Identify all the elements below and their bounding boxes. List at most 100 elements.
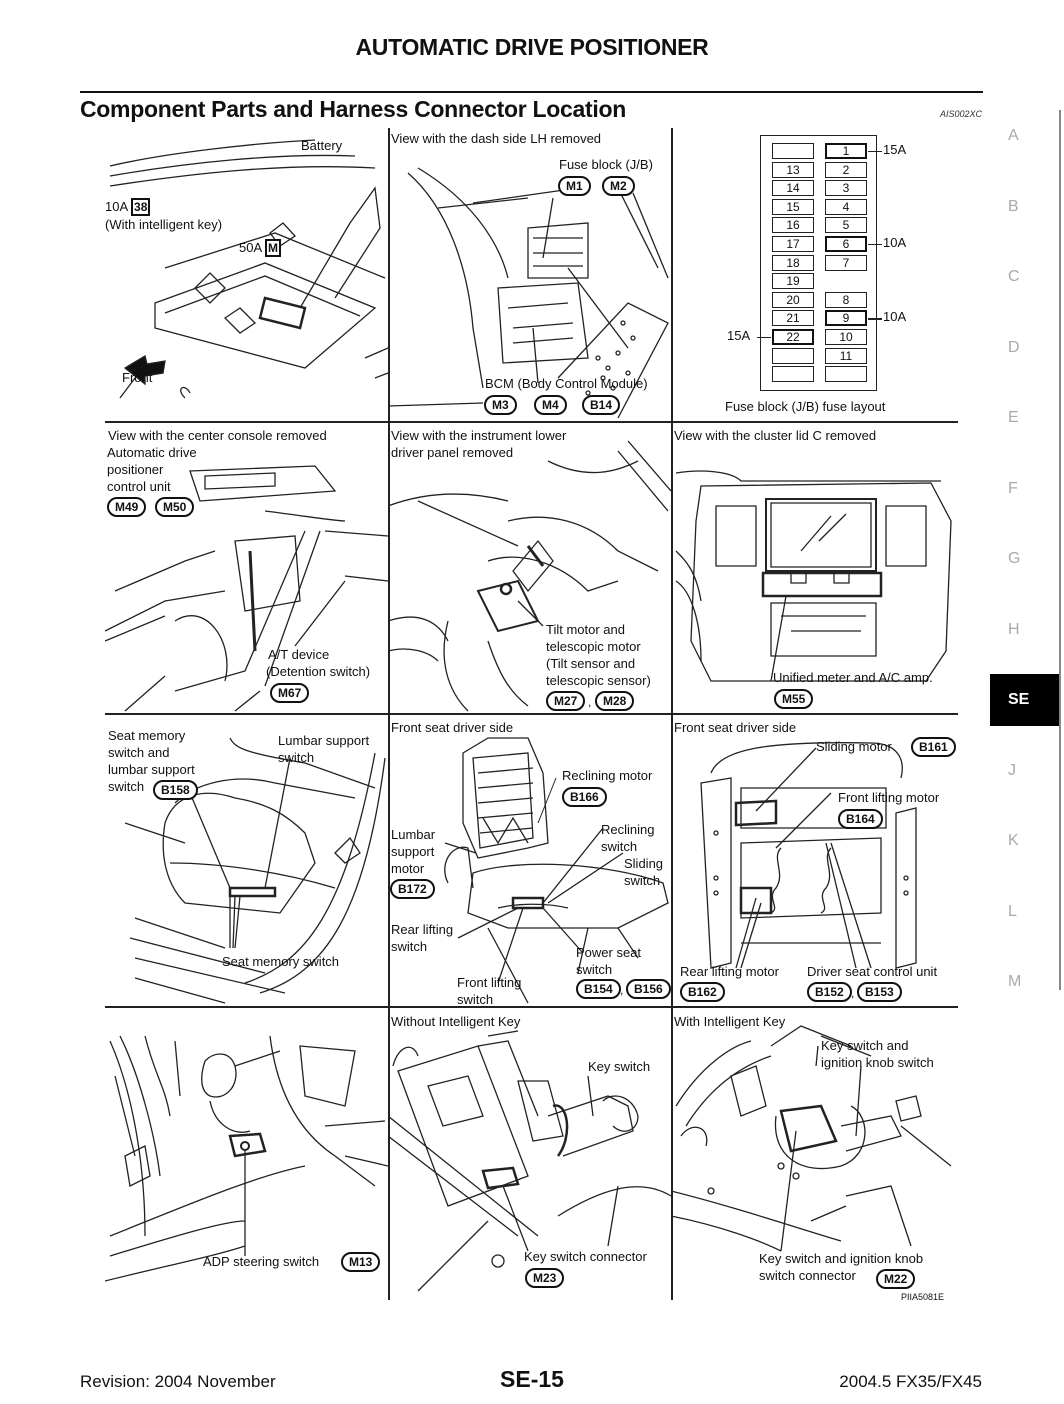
memory-switch-label-4: switch bbox=[108, 779, 145, 794]
tilt-motor-label-4: telescopic sensor) bbox=[546, 673, 651, 688]
key-switch-label: Key switch bbox=[588, 1059, 651, 1074]
seat-frame-illustration bbox=[444, 737, 669, 1004]
lumbar-motor-label-3: motor bbox=[391, 861, 425, 876]
key-connector-label: Key switch connector bbox=[524, 1249, 647, 1264]
connector-m13: M13 bbox=[341, 1252, 381, 1272]
page-number: SE-15 bbox=[500, 1366, 564, 1392]
steering-switch-illustration bbox=[105, 1035, 388, 1282]
panel-with-intelligent-key: With Intelligent Key Key switch and igni… bbox=[671, 1006, 958, 1302]
fuse-21: 21 bbox=[772, 310, 814, 327]
fuse-4: 4 bbox=[825, 198, 867, 215]
rear-lifting-label-1: Rear lifting bbox=[391, 922, 454, 937]
reclining-switch-label-2: switch bbox=[601, 839, 638, 854]
index-tab-j[interactable]: J bbox=[1008, 761, 1016, 779]
grid-divider bbox=[105, 713, 958, 715]
seat-illustration bbox=[124, 737, 386, 1004]
index-tab-h[interactable]: H bbox=[1008, 620, 1020, 638]
fuse-20: 20 bbox=[772, 291, 814, 308]
bcm-label: BCM (Body Control Module) bbox=[485, 376, 648, 391]
reclining-motor-label: Reclining motor bbox=[562, 768, 653, 783]
no-ikey-caption: Without Intelligent Key bbox=[391, 1014, 521, 1029]
index-tab-e[interactable]: E bbox=[1008, 409, 1019, 426]
fuse-6: 6 bbox=[825, 236, 867, 252]
ikey-switch-label-2: ignition knob switch bbox=[821, 1055, 934, 1070]
index-tab-f[interactable]: F bbox=[1008, 479, 1018, 497]
connector-b161: B161 bbox=[911, 737, 956, 757]
index-tab-c[interactable]: C bbox=[1008, 268, 1020, 285]
fuse-19: 19 bbox=[772, 273, 814, 290]
index-tab-b[interactable]: B bbox=[1008, 197, 1019, 215]
index-tab-g[interactable]: G bbox=[1008, 550, 1021, 567]
seat-rail-illustration bbox=[700, 742, 917, 969]
adp-unit-label-1: Automatic drive bbox=[107, 445, 197, 460]
rear-lifting-label-2: switch bbox=[391, 939, 428, 954]
panel-center-console: View with the center console removed Aut… bbox=[105, 421, 388, 713]
meter-label: Unified meter and A/C amp. bbox=[773, 670, 933, 685]
lumbar-motor-label-1: Lumbar bbox=[391, 827, 436, 842]
fuse-50a-box: M bbox=[265, 239, 282, 257]
memory-switch-label-1: Seat memory bbox=[108, 728, 186, 743]
grid-divider bbox=[105, 1006, 958, 1008]
front-lifting-label-1: Front lifting bbox=[457, 975, 522, 990]
fuse-2: 2 bbox=[825, 161, 867, 178]
title-rule bbox=[80, 91, 983, 93]
fuse-22: 22 bbox=[772, 329, 814, 345]
fuse-rating-9: 10A bbox=[883, 309, 907, 325]
fuse-empty bbox=[772, 143, 814, 159]
fuse-empty bbox=[825, 366, 867, 383]
dash-caption: View with the dash side LH removed bbox=[391, 131, 602, 146]
panel-steering-switch: ADP steering switch M13 bbox=[105, 1006, 388, 1300]
fuse-rating-1: 15A bbox=[883, 142, 907, 157]
adp-unit-label-3: control unit bbox=[107, 479, 171, 494]
index-tab-se[interactable]: SE bbox=[990, 674, 1060, 726]
ikey-connector-label-1: Key switch and ignition knob bbox=[759, 1251, 924, 1266]
ikey-connector-label-2: switch connector bbox=[759, 1268, 856, 1283]
fuse-10a-note: (With intelligent key) bbox=[105, 217, 223, 232]
fuse-3: 3 bbox=[825, 180, 867, 197]
front-lifting-label-2: switch bbox=[457, 992, 494, 1007]
fuse-leader-line bbox=[868, 244, 882, 246]
tilt-motor-label-1: Tilt motor and bbox=[546, 622, 625, 637]
panel-seat-side: Front seat driver side Reclining motor B… bbox=[388, 713, 671, 1007]
model-label: 2004.5 FX35/FX45 bbox=[839, 1372, 982, 1391]
battery-label: Battery bbox=[301, 138, 343, 153]
fuse-13: 13 bbox=[772, 161, 814, 178]
fuse-empty bbox=[772, 347, 814, 364]
fuse-50a-label: 50A M bbox=[239, 239, 282, 257]
console-illustration bbox=[105, 465, 388, 712]
power-seat-label-1: Power seat bbox=[576, 945, 642, 960]
revision-label: Revision: 2004 November bbox=[80, 1372, 276, 1391]
connector-b166: B166 bbox=[562, 787, 607, 807]
connector-b156: B156 bbox=[626, 979, 671, 999]
index-rule bbox=[1059, 110, 1061, 990]
panel-battery: Battery 10A 38 (With intelligent key) 50… bbox=[105, 128, 388, 421]
separator: , bbox=[588, 695, 592, 709]
diagram-grid: Battery 10A 38 (With intelligent key) 50… bbox=[105, 128, 958, 1302]
power-seat-label-2: switch bbox=[576, 962, 613, 977]
ikey-caption: With Intelligent Key bbox=[674, 1014, 786, 1029]
panel-seat-switch: Seat memory switch and lumbar support sw… bbox=[105, 713, 388, 1006]
fuse-rating-22: 15A bbox=[727, 328, 751, 343]
connector-b153: B153 bbox=[857, 982, 902, 1002]
fuse-block-label: Fuse block (J/B) bbox=[559, 157, 653, 172]
fuse-14: 14 bbox=[772, 180, 814, 197]
ikey-switch-label-1: Key switch and bbox=[821, 1038, 909, 1053]
connector-b154: B154 bbox=[576, 979, 621, 999]
index-tab-a[interactable]: A bbox=[1008, 127, 1019, 144]
memory-switch-label-3: lumbar support bbox=[108, 762, 195, 777]
sliding-switch-label-1: Sliding bbox=[624, 856, 664, 871]
adp-unit-label-2: positioner bbox=[107, 462, 164, 477]
panel-without-intelligent-key: Without Intelligent Key Key switch Key s… bbox=[388, 1006, 671, 1300]
index-tab-k[interactable]: K bbox=[1008, 832, 1019, 849]
connector-m27: M27 bbox=[546, 691, 586, 711]
panel-instrument: View with the instrument lower driver pa… bbox=[388, 421, 671, 713]
connector-m67: M67 bbox=[270, 683, 310, 703]
separator: , bbox=[620, 983, 624, 997]
fuse-leader-line bbox=[868, 318, 882, 320]
index-tab-l[interactable]: L bbox=[1008, 902, 1017, 920]
adp-steering-switch-label: ADP steering switch bbox=[203, 1254, 320, 1269]
panel-cluster: View with the cluster lid C removed Unif… bbox=[671, 421, 958, 713]
index-tab-m[interactable]: M bbox=[1008, 973, 1022, 990]
index-tab-d[interactable]: D bbox=[1008, 338, 1020, 356]
fuse-10a-label: 10A 38 bbox=[105, 198, 151, 216]
